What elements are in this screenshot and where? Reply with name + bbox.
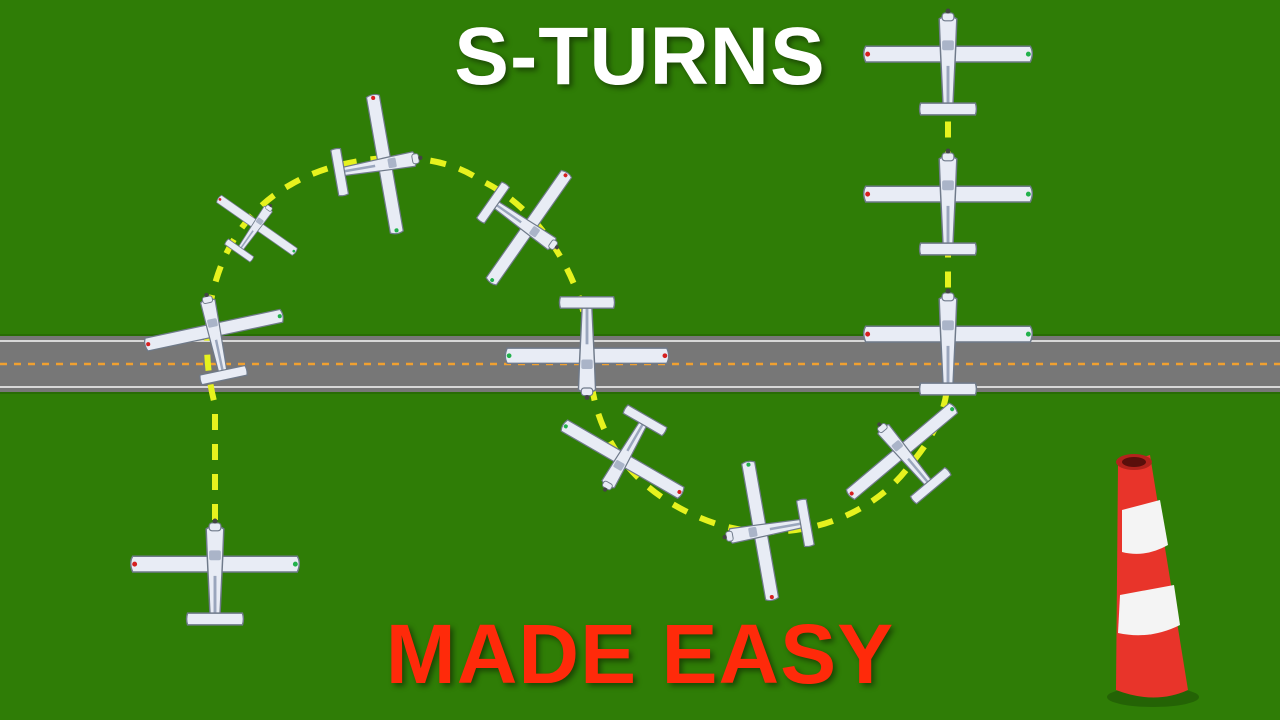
- windsock-icon: [1107, 454, 1199, 707]
- title: S-TURNS: [454, 11, 826, 102]
- subtitle: MADE EASY: [385, 607, 895, 701]
